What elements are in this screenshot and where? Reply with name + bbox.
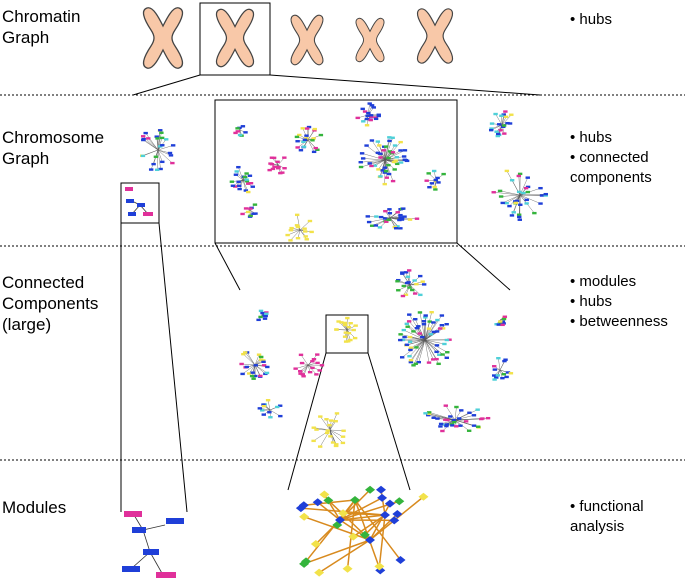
- bullet-hubs: hubs: [570, 292, 668, 312]
- components-network: [395, 269, 427, 298]
- bullets-modules: functional analysis: [570, 497, 644, 537]
- components-network: [398, 310, 452, 367]
- row-label-modules: Modules: [2, 498, 67, 517]
- zoom-connector: [132, 74, 201, 96]
- chromosome-icon: [290, 14, 324, 66]
- chromosome-graph-network: [355, 102, 381, 127]
- chromosome-graph-network: [358, 136, 410, 186]
- chromosome-graph-network: [365, 207, 420, 230]
- bullet-functional-analysis: functional analysis: [570, 497, 644, 537]
- components-network: [491, 356, 514, 381]
- small-component-box: [120, 182, 160, 224]
- row-label-chromatin-graph: Chromatin Graph: [2, 7, 81, 47]
- zoom-connector: [214, 242, 241, 291]
- chromosome-icon: [416, 8, 454, 64]
- chromosome-graph-network: [424, 169, 446, 191]
- chromosome-group: [142, 7, 454, 69]
- row-label-connected-components: Connected Components (large): [2, 273, 99, 334]
- components-network: [293, 353, 325, 378]
- components-network: [256, 309, 269, 322]
- components-network: [334, 316, 358, 343]
- components-network: [423, 404, 491, 433]
- module-zoom-box: [325, 314, 369, 354]
- components-network: [239, 351, 270, 380]
- chromosome-zoom-box: [199, 2, 271, 76]
- chromosome-graph-network: [233, 125, 248, 137]
- chromosome-graph-network: [229, 165, 255, 194]
- chromosome-icon: [215, 8, 255, 68]
- bullet-betweenness: betweenness: [570, 312, 667, 332]
- chromosome-graph-network: [285, 213, 314, 242]
- bullet-hubs: hubs: [570, 10, 612, 30]
- zoom-connector: [269, 74, 541, 96]
- zoom-connector: [456, 242, 511, 291]
- module-tree-network: [122, 511, 184, 578]
- side-network: [488, 110, 514, 138]
- bullets-connected-components: modules hubs betweenness: [570, 272, 668, 332]
- bullet-connected-components: connected components: [570, 148, 652, 188]
- components-network: [494, 315, 508, 327]
- zoom-connector: [158, 222, 188, 513]
- network-group: [122, 102, 548, 578]
- chromosome-icon: [355, 17, 385, 63]
- small-component-network: [125, 187, 153, 216]
- bullet-hubs: hubs: [570, 128, 652, 148]
- bullets-chromosome-graph: hubs connected components: [570, 128, 652, 188]
- bullet-modules: modules: [570, 272, 668, 292]
- chromosome-graph-network: [267, 156, 287, 175]
- zoom-connector: [367, 352, 411, 491]
- chromosome-graph-box: [214, 99, 458, 244]
- small-graph-network: [139, 129, 176, 172]
- side-network: [491, 169, 548, 221]
- components-network: [257, 399, 283, 419]
- module-detail-network: [295, 485, 429, 577]
- zoom-connector: [287, 352, 327, 491]
- chromosome-graph-network: [240, 203, 258, 218]
- chromosome-icon: [142, 7, 184, 69]
- components-network: [311, 412, 346, 448]
- chromosome-graph-network: [294, 125, 324, 154]
- bullets-chromatin-graph: hubs: [570, 10, 612, 30]
- row-label-chromosome-graph: Chromosome Graph: [2, 128, 105, 168]
